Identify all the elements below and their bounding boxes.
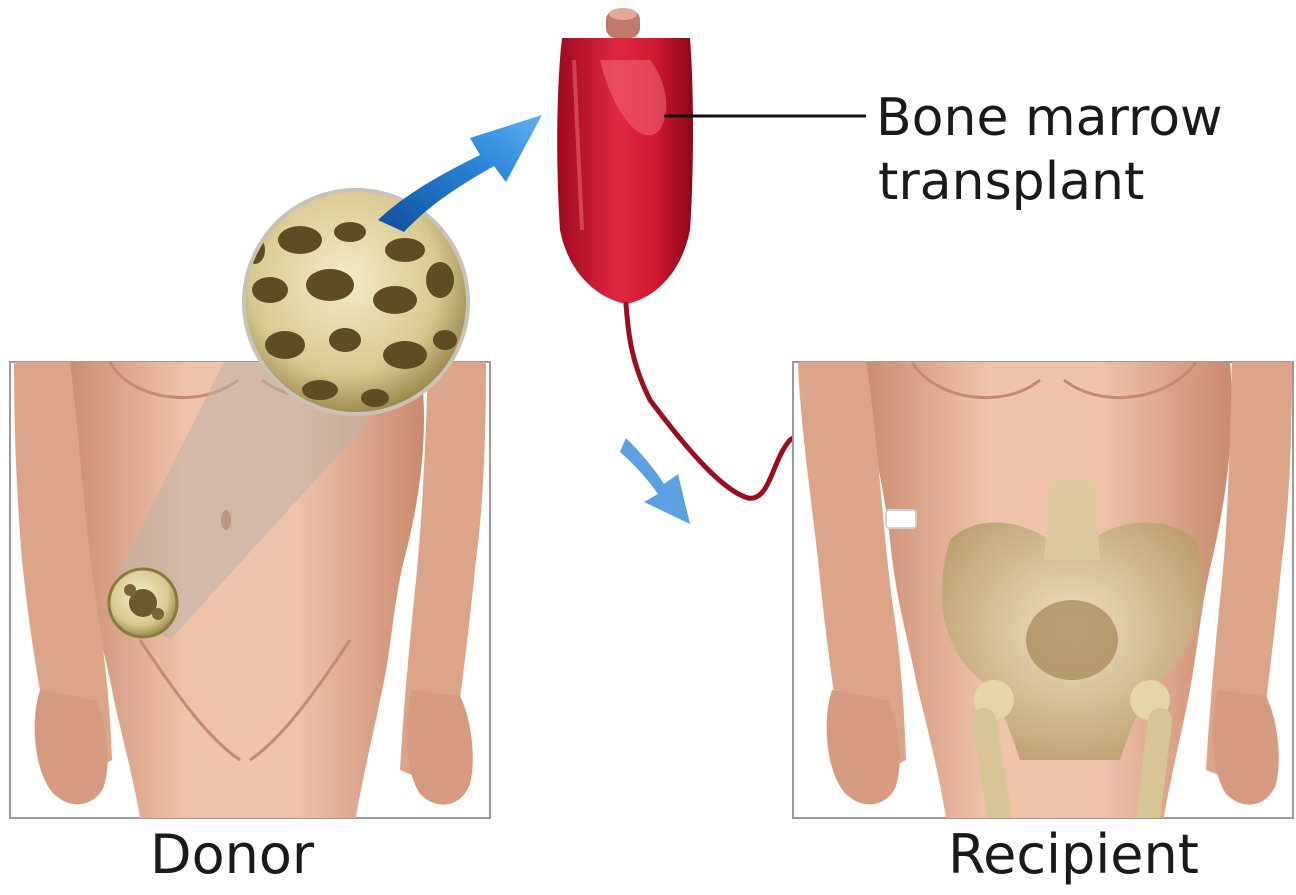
bone-marrow-label-line2: transplant xyxy=(878,152,1144,212)
bone-marrow-bag xyxy=(557,8,693,304)
recipient-panel xyxy=(793,362,1293,818)
arrow-to-bag-icon xyxy=(378,115,542,232)
bone-marrow-label-line1: Bone marrow xyxy=(876,88,1223,148)
arrow-to-recipient-icon xyxy=(620,438,690,524)
donor-label: Donor xyxy=(150,822,314,888)
recipient-label: Recipient xyxy=(948,822,1199,888)
magnified-bone-circle xyxy=(244,190,468,414)
